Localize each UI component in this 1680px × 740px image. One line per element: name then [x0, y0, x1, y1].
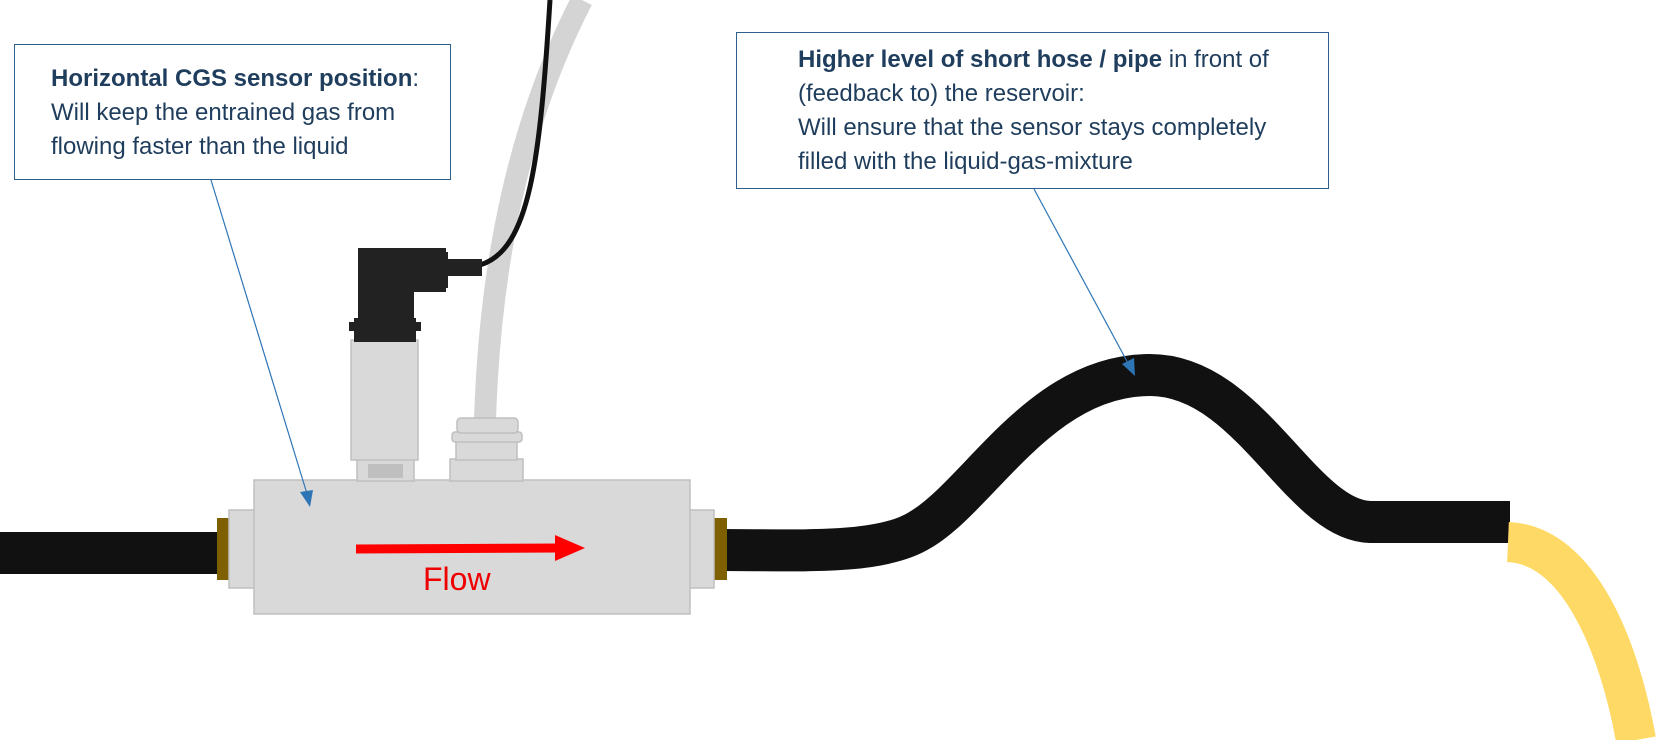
- outlet-fitting: [713, 518, 727, 580]
- pressure-sensor: [350, 339, 419, 461]
- callout-sensor-line-1: Will keep the entrained gas from: [51, 99, 396, 126]
- callout-hose-title-line: Higher level of short hose / pipe in fro…: [798, 43, 1322, 77]
- connector-housing: [358, 248, 414, 318]
- inlet-hose: [0, 532, 220, 574]
- callout-sensor-title-suffix: :: [412, 65, 420, 92]
- inlet-adapter: [228, 509, 257, 589]
- callout-hose-line-2: Will ensure that the sensor stays comple…: [798, 114, 1267, 141]
- leader-line-sensor: [210, 179, 309, 498]
- connector-cable-gland: [446, 259, 482, 276]
- callout-sensor-position: Horizontal CGS sensor position: Will kee…: [14, 44, 451, 180]
- flow-arrow-head: [555, 535, 585, 561]
- reservoir-hose: [1505, 522, 1656, 740]
- leader-arrowhead-hose: [1122, 358, 1135, 376]
- outlet-hose: [719, 353, 1510, 572]
- connector-plug-cap: [440, 252, 448, 288]
- leader-arrowhead-sensor: [300, 490, 313, 507]
- callout-sensor-title: Horizontal CGS sensor position: [51, 65, 413, 92]
- leader-line-hose: [1033, 188, 1130, 366]
- gland-base: [449, 458, 524, 482]
- flow-arrow-shaft: [355, 543, 561, 554]
- connector-cable: [479, 0, 553, 268]
- sensor-neck-slot: [368, 464, 403, 478]
- inlet-fitting: [217, 518, 231, 580]
- callout-sensor-title-line: Horizontal CGS sensor position:: [51, 62, 440, 96]
- callout-hose-line-3: filled with the liquid-gas-mixture: [798, 148, 1133, 175]
- grey-cable: [474, 0, 592, 421]
- callout-sensor-line-2: flowing faster than the liquid: [51, 133, 349, 160]
- callout-hose-line-1: (feedback to) the reservoir:: [798, 80, 1085, 107]
- connector-base: [354, 318, 416, 342]
- callout-hose-title-suffix: in front of: [1162, 46, 1269, 73]
- callout-hose-level: Higher level of short hose / pipe in fro…: [736, 32, 1329, 189]
- flow-label: Flow: [423, 561, 491, 597]
- callout-hose-title: Higher level of short hose / pipe: [798, 46, 1163, 73]
- outlet-adapter: [687, 509, 715, 589]
- gland-cap: [456, 417, 519, 434]
